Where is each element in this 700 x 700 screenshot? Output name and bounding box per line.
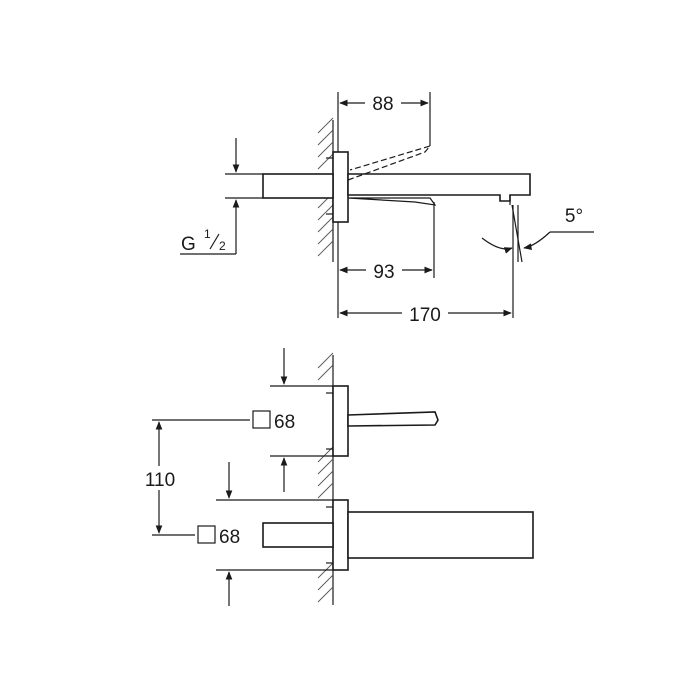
lower-68-label: 68 — [219, 527, 240, 548]
lower-square-symbol — [197, 525, 216, 544]
dim-110-label: 110 — [145, 470, 175, 491]
wall-hatching-front — [317, 352, 334, 603]
front-view: 68 110 68 — [138, 348, 534, 606]
thread-num: 1 — [204, 227, 211, 241]
upper-68-label: 68 — [274, 412, 295, 433]
wall-hatching — [317, 117, 334, 257]
lever-upper — [347, 144, 432, 181]
upper-square-symbol — [252, 410, 271, 429]
lever-lower — [347, 197, 437, 206]
side-view: 88 93 170 5° G 1 2 — [180, 92, 594, 326]
lower-in-wall-body — [262, 522, 334, 548]
dim-88-label: 88 — [372, 94, 393, 115]
cover-plate — [332, 151, 349, 223]
angle-label: 5° — [565, 206, 583, 227]
spout-front — [347, 511, 534, 559]
in-wall-body — [262, 173, 334, 199]
spout — [347, 173, 531, 202]
lever-handle — [347, 411, 439, 427]
thread-g: G — [181, 234, 196, 255]
thread-den: 2 — [219, 239, 226, 253]
dim-170-label: 170 — [409, 305, 441, 326]
lower-cover-plate — [332, 499, 349, 571]
angle-arrow-left — [481, 237, 513, 254]
upper-cover-plate — [332, 385, 349, 457]
angle-arrow-right — [523, 231, 551, 250]
dim-93-label: 93 — [373, 262, 394, 283]
